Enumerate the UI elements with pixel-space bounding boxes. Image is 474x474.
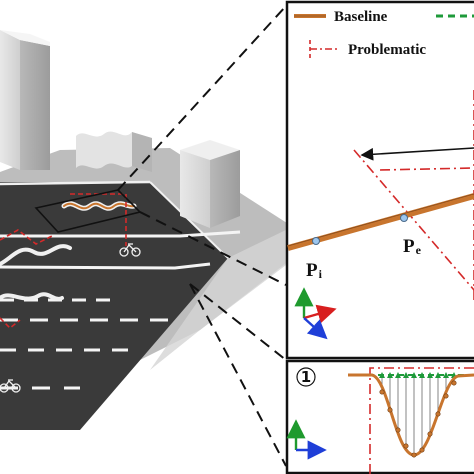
road-edge-line-right xyxy=(149,181,229,259)
building-wavy xyxy=(76,131,152,172)
curve-sample-points xyxy=(379,380,457,458)
legend-baseline-label: Baseline xyxy=(334,9,388,25)
problematic-box xyxy=(369,367,474,474)
detail-panel-bottom: 1 xyxy=(285,359,474,474)
legend: Baseline Problematic xyxy=(294,9,474,58)
building-left xyxy=(0,30,50,170)
axes-icon-top xyxy=(294,287,337,340)
building-right xyxy=(180,140,240,228)
direction-arrow xyxy=(360,147,474,161)
problematic-overlay-road xyxy=(0,193,127,330)
lane-markings xyxy=(0,230,241,390)
road-surface xyxy=(0,182,228,430)
bike-symbol-1 xyxy=(119,243,141,257)
bike-symbol-2 xyxy=(0,379,21,393)
point-pi-marker xyxy=(312,237,320,245)
detail-panel-top: Baseline Problematic Pi Pe xyxy=(285,0,474,360)
point-pe-label: Pe xyxy=(403,236,422,257)
deformation-curves xyxy=(0,201,137,301)
step-number: 1 xyxy=(301,368,311,386)
axes-icon-bottom xyxy=(286,419,327,460)
step-number-badge xyxy=(296,367,316,387)
point-pe-marker xyxy=(400,214,408,222)
legend-problematic-label: Problematic xyxy=(348,42,426,58)
problematic-region-lines xyxy=(353,90,474,300)
road-scene xyxy=(0,30,290,430)
point-pi-label: Pi xyxy=(306,260,323,281)
zoom-projection-lines xyxy=(117,5,287,467)
road-shoulder xyxy=(150,228,290,370)
green-arrowheads xyxy=(379,372,457,378)
